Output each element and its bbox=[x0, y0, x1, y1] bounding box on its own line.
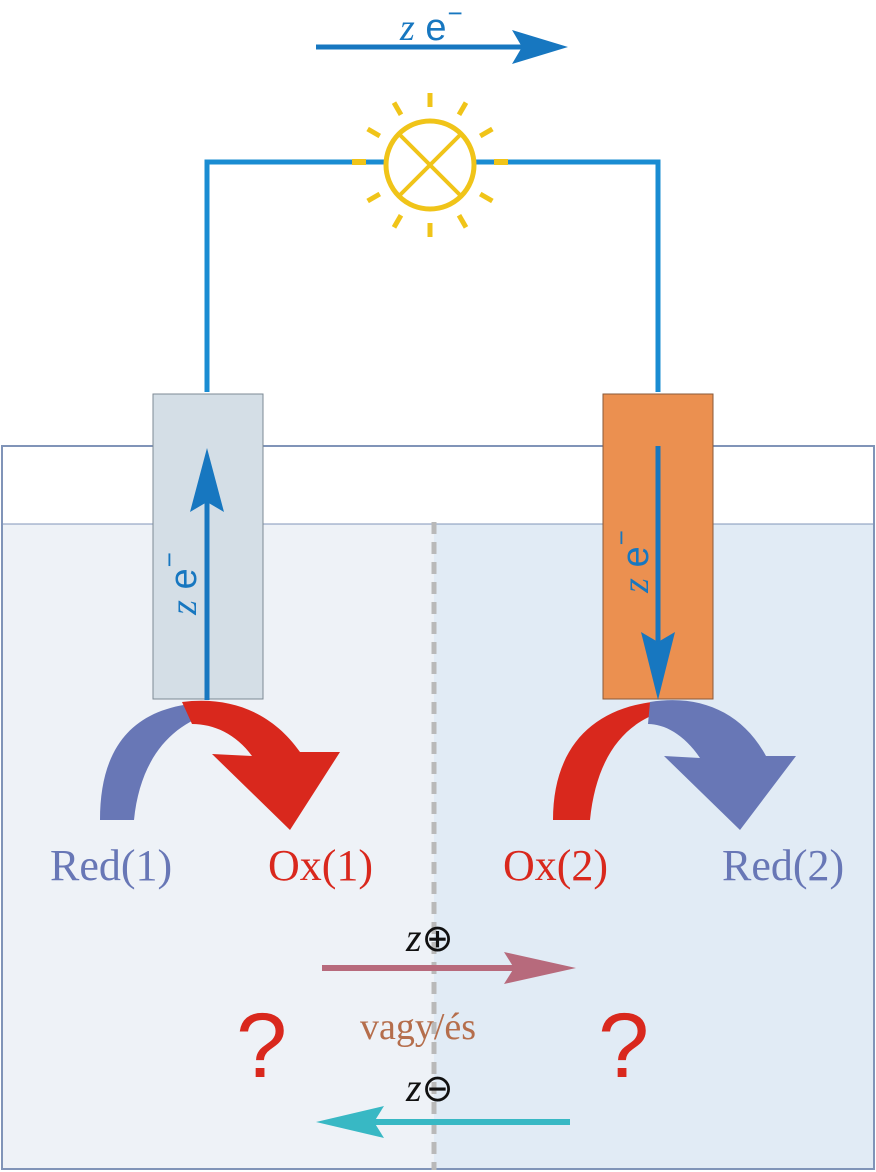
lamp-ray bbox=[456, 213, 469, 229]
right-electron-arrowhead bbox=[641, 632, 675, 700]
right-question-mark: ? bbox=[598, 995, 650, 1097]
anion-z: z bbox=[406, 1065, 422, 1110]
top-electron-arrowhead bbox=[512, 30, 568, 64]
lamp-ray bbox=[366, 126, 382, 139]
red1-curved-arrow bbox=[100, 704, 215, 820]
species-ox2-label: Ox(2) bbox=[503, 841, 609, 890]
cation-z: z bbox=[406, 915, 422, 960]
lamp-ray bbox=[478, 191, 494, 204]
red2-curved-arrow bbox=[648, 700, 796, 830]
left-electron-arrowhead bbox=[190, 448, 224, 512]
left-electrode-electron-label: z e− bbox=[153, 552, 205, 615]
tank-air-gap bbox=[2, 446, 874, 526]
cation-arrowhead bbox=[504, 952, 576, 984]
lamp-ray bbox=[366, 191, 382, 204]
right-electron-charge: − bbox=[605, 530, 636, 546]
left-question-mark: ? bbox=[236, 995, 288, 1097]
species-red2-label: Red(2) bbox=[722, 841, 845, 890]
lamp-ray bbox=[478, 126, 494, 139]
external-wire-left bbox=[204, 159, 384, 392]
anion-minus-icon: ⊖ bbox=[421, 1066, 454, 1110]
and-or-connector: vagy/és bbox=[360, 1006, 477, 1048]
lamp-ray bbox=[456, 101, 469, 117]
lamp-icon bbox=[352, 93, 508, 237]
external-wire-right bbox=[474, 159, 661, 392]
right-electrode-electron-label: z e− bbox=[605, 530, 657, 593]
top-electron-z: z bbox=[400, 7, 415, 49]
top-electron-e: e bbox=[425, 7, 447, 49]
top-electron-label: z e− bbox=[400, 0, 463, 47]
ox1-curved-arrow bbox=[182, 700, 340, 830]
tank-outline bbox=[1, 445, 875, 1170]
right-electron-e: e bbox=[614, 546, 657, 568]
cation-plus-icon: ⊕ bbox=[421, 916, 454, 960]
anion-arrowhead bbox=[316, 1106, 384, 1138]
lamp-ray bbox=[391, 213, 404, 229]
ox2-curved-arrow bbox=[553, 702, 662, 820]
anion-label: z⊖ bbox=[406, 1068, 453, 1108]
left-electron-charge: − bbox=[153, 552, 184, 568]
left-electron-z: z bbox=[162, 600, 205, 615]
top-electron-charge: − bbox=[447, 0, 463, 28]
lamp-ray bbox=[391, 101, 404, 117]
species-ox1-label: Ox(1) bbox=[268, 841, 374, 890]
right-electron-z: z bbox=[614, 578, 657, 593]
cation-label: z⊕ bbox=[406, 918, 453, 958]
species-red1-label: Red(1) bbox=[50, 841, 173, 890]
left-electron-e: e bbox=[162, 568, 205, 590]
